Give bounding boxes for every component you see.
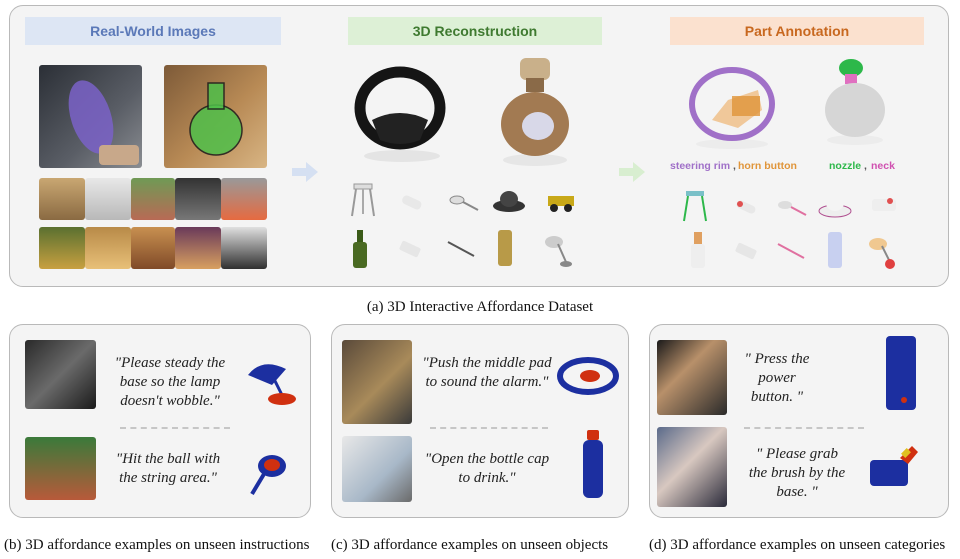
lamp-photo <box>25 340 96 409</box>
strip-image <box>175 178 221 220</box>
nozzle-label: nozzle <box>829 160 862 172</box>
part-annotation-header: Part Annotation <box>670 17 924 45</box>
divider <box>744 427 864 429</box>
bottle-3d-model <box>501 58 569 166</box>
toy-car-model <box>548 196 574 212</box>
real-world-strip-1 <box>39 178 267 220</box>
fridge-photo <box>342 436 412 502</box>
neck-label: neck <box>871 160 895 172</box>
bottle-affordance-model <box>583 430 603 498</box>
real-world-strip-2 <box>39 227 267 269</box>
bottle-annotated <box>691 232 705 268</box>
strip-image <box>39 227 85 269</box>
stool-model <box>351 183 375 217</box>
strip-image <box>85 178 131 220</box>
strip-image <box>131 178 175 220</box>
reconstruction-object-row <box>340 228 590 270</box>
strip-image <box>175 227 221 269</box>
strip-image <box>131 227 175 269</box>
reconstruction-object-row <box>340 180 590 220</box>
instruction-quote-2: "Hit the ball with the string area." <box>115 451 221 486</box>
strip-image <box>221 227 267 269</box>
annotated-bottle <box>825 59 885 145</box>
3d-reconstruction-header: 3D Reconstruction <box>348 17 602 45</box>
lamp-annotated <box>869 238 895 269</box>
strip-image <box>39 178 85 220</box>
hat-annotated <box>818 195 852 218</box>
steering-wheel-affordance-model <box>557 357 619 395</box>
phone-affordance-model <box>886 336 916 410</box>
categories-caption: (d) 3D affordance examples on unseen cat… <box>649 537 946 553</box>
horn-button-label: horn button <box>738 160 797 172</box>
category-quote-2: " Please grab the brush by the base. " <box>748 446 846 500</box>
stool-annotated <box>683 191 707 222</box>
strip-image <box>85 227 131 269</box>
instructions-caption: (b) 3D affordance examples on unseen ins… <box>4 537 310 553</box>
hat-model <box>493 191 525 212</box>
divider <box>430 427 548 429</box>
objects-caption: (c) 3D affordance examples on unseen obj… <box>331 537 609 553</box>
comma-separator: , <box>733 160 736 172</box>
phone-photo <box>657 340 727 415</box>
arrow-right-icon <box>619 162 645 182</box>
tube-annotated <box>828 232 842 268</box>
wine-bottle-model <box>353 230 367 268</box>
brush-photo <box>657 427 727 507</box>
lamp-model <box>545 236 572 267</box>
cat-bottle-photo <box>164 65 267 168</box>
dataset-caption: (a) 3D Interactive Affordance Dataset <box>366 299 594 315</box>
object-quote-2: "Open the bottle cap to drink." <box>424 451 550 486</box>
spoon-model <box>449 195 479 211</box>
knife-model <box>447 241 475 257</box>
brush-affordance-model <box>870 446 918 486</box>
real-world-images-header: Real-World Images <box>25 17 281 45</box>
strip-image <box>221 178 267 220</box>
steering-rim-label: steering rim <box>670 160 731 172</box>
arrow-right-icon <box>292 162 318 182</box>
spray-annotated <box>736 200 756 214</box>
instruction-quote-1: "Please steady the base so the lamp does… <box>114 355 226 409</box>
steering-wheel-3d-model <box>354 66 446 162</box>
eraser-model <box>399 240 421 258</box>
toy-car-annotated <box>872 198 896 211</box>
car-interior-photo <box>39 65 142 168</box>
eraser-annotated <box>735 242 757 260</box>
car-horn-photo <box>342 340 412 424</box>
knife-annotated <box>777 243 805 259</box>
lamp-affordance-model <box>248 364 296 405</box>
spoon-annotated <box>778 201 807 216</box>
divider <box>120 427 230 429</box>
annotated-steering-wheel <box>689 67 775 149</box>
tennis-photo <box>25 437 96 500</box>
tube-model <box>498 230 512 266</box>
category-quote-1: " Press the power button. " <box>744 351 810 405</box>
racket-affordance-model <box>250 455 286 496</box>
spray-model <box>402 195 422 210</box>
comma-separator: , <box>864 160 867 172</box>
annotation-object-row <box>672 230 912 270</box>
object-quote-1: "Push the middle pad to sound the alarm.… <box>422 355 552 390</box>
annotation-object-row <box>672 185 912 225</box>
